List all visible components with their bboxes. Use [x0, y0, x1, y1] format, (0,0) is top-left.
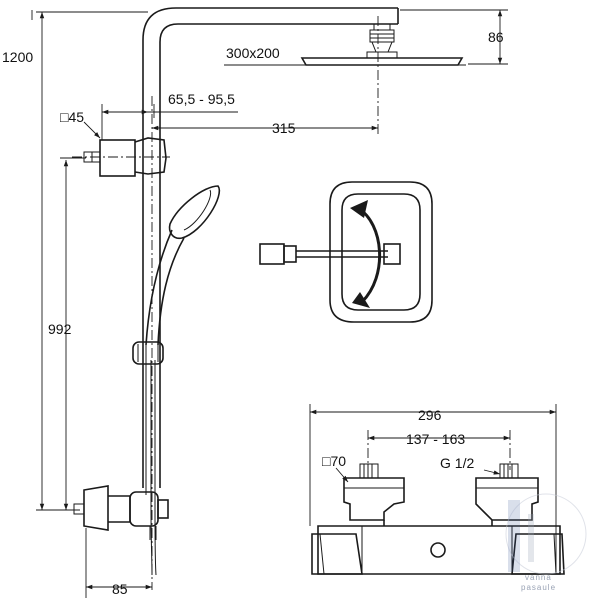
- label-wall-depth: 85: [112, 581, 128, 597]
- dimension-wall-depth: [85, 528, 152, 598]
- mixer-side-view: [73, 485, 169, 540]
- watermark-text-2: pasaule: [521, 583, 556, 592]
- label-total-height: 1200: [2, 49, 33, 65]
- shower-column: [142, 7, 399, 488]
- dimension-rail-height: [60, 157, 86, 510]
- label-arm-reach: 315: [272, 120, 296, 136]
- centre-line-column: [72, 96, 170, 590]
- dimension-head-drop: [400, 9, 508, 65]
- label-mixer-width: 296: [418, 407, 442, 423]
- leader-bracket-square: [83, 121, 101, 139]
- label-thread: G 1/2: [440, 455, 474, 471]
- rail-slider: [132, 341, 164, 365]
- swivel-detail: [259, 181, 433, 323]
- dimension-arm-offset: [101, 104, 238, 140]
- watermark-text-1: vanna: [525, 573, 552, 582]
- dimension-total-height: [31, 10, 148, 511]
- label-head-size: 300x200: [226, 45, 280, 61]
- watermark-logo: [505, 493, 587, 575]
- overhead-shower-head: [298, 23, 466, 66]
- label-bracket-square: □45: [60, 109, 84, 125]
- mixer-front-view: [309, 404, 565, 575]
- wall-bracket: [83, 137, 167, 177]
- label-body-square: □70: [322, 453, 346, 469]
- label-head-drop: 86: [488, 29, 504, 45]
- hand-shower: [145, 185, 221, 576]
- label-arm-offset: 65,5 - 95,5: [168, 91, 235, 107]
- label-inlet-centres: 137 - 163: [406, 431, 465, 447]
- label-rail-height: 992: [48, 321, 72, 337]
